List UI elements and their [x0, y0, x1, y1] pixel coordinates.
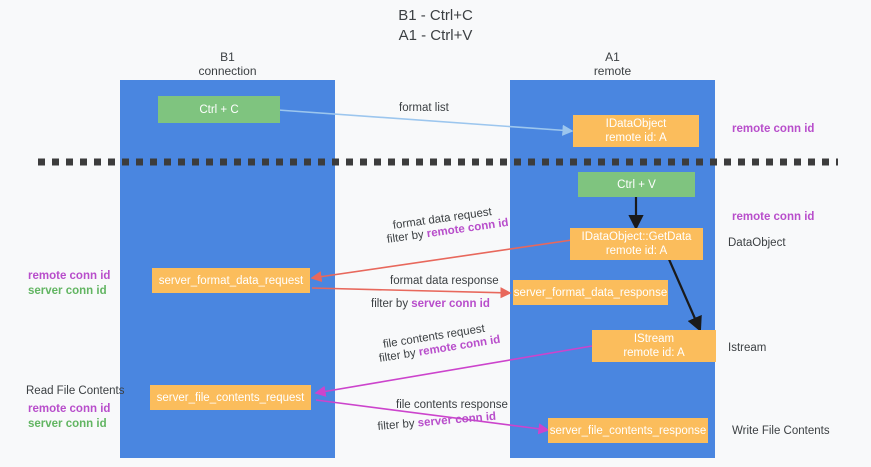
- title-line-2: A1 - Ctrl+V: [398, 27, 473, 44]
- box-getdata-label: IDataObject::GetData: [581, 231, 692, 243]
- annotation-left-server-conn-id-1: server conn id: [28, 285, 107, 297]
- annotation-left-server-conn-id-2: server conn id: [28, 418, 107, 430]
- box-server-format-data-response-label: server_format_data_response: [513, 286, 668, 299]
- column-header-right: A1 remote: [510, 50, 715, 78]
- annotation-left-remote-conn-id-1: remote conn id: [28, 270, 111, 282]
- box-istream-label: IStream: [633, 333, 675, 345]
- box-ctrl-v-label: Ctrl + V: [617, 178, 656, 191]
- box-idataobject-sublabel: remote id: A: [605, 132, 667, 144]
- box-server-file-contents-request-label: server_file_contents_request: [156, 391, 305, 404]
- column-right-name: A1: [605, 50, 620, 64]
- annotation-right-istream: Istream: [728, 342, 767, 354]
- box-ctrl-c-label: Ctrl + C: [199, 103, 239, 116]
- annotation-right-remote-conn-id-1: remote conn id: [732, 123, 815, 135]
- label-file-contents-response: file contents response: [396, 399, 508, 411]
- box-server-format-data-request-label: server_format_data_request: [158, 274, 304, 287]
- diagram-title: B1 - Ctrl+C A1 - Ctrl+V: [0, 6, 871, 46]
- title-line-1: B1 - Ctrl+C: [398, 7, 473, 24]
- box-ctrl-v[interactable]: Ctrl + V: [578, 172, 695, 197]
- column-right-role: remote: [593, 64, 632, 78]
- label-file-contents-response-filter: filter by server conn id: [377, 410, 497, 435]
- box-idataobject-getdata[interactable]: IDataObject::GetData remote id: A: [570, 228, 703, 260]
- box-server-format-data-response[interactable]: server_format_data_response: [513, 280, 668, 305]
- box-getdata-sublabel: remote id: A: [605, 245, 668, 257]
- filter-prefix: filter by: [371, 298, 412, 310]
- box-istream-sublabel: remote id: A: [623, 347, 685, 359]
- annotation-left-remote-conn-id-2: remote conn id: [28, 403, 111, 415]
- box-server-file-contents-request[interactable]: server_file_contents_request: [150, 385, 311, 410]
- box-idataobject-label: IDataObject: [605, 118, 667, 130]
- box-idataobject[interactable]: IDataObject remote id: A: [573, 115, 699, 147]
- box-ctrl-c[interactable]: Ctrl + C: [158, 96, 280, 123]
- annotation-left-read-file-contents: Read File Contents: [26, 385, 125, 397]
- filter-prefix: filter by: [386, 228, 428, 246]
- box-server-file-contents-response-label: server_file_contents_response: [549, 424, 707, 437]
- annotation-right-dataobject: DataObject: [728, 237, 786, 249]
- box-istream[interactable]: IStream remote id: A: [592, 330, 716, 362]
- column-left-name: B1: [220, 50, 235, 64]
- annotation-right-write-file-contents: Write File Contents: [732, 425, 830, 437]
- annotation-right-remote-conn-id-2: remote conn id: [732, 211, 815, 223]
- label-format-list: format list: [399, 102, 449, 114]
- column-left-role: connection: [198, 64, 257, 78]
- box-server-format-data-request[interactable]: server_format_data_request: [152, 268, 310, 293]
- label-format-data-response: format data response: [390, 275, 499, 287]
- filter-key-server-conn-id: server conn id: [417, 410, 497, 430]
- filter-key-server-conn-id: server conn id: [411, 298, 490, 310]
- column-header-left: B1 connection: [120, 50, 335, 78]
- filter-prefix: filter by: [377, 417, 419, 433]
- box-server-file-contents-response[interactable]: server_file_contents_response: [548, 418, 708, 443]
- label-format-data-response-filter: filter by server conn id: [371, 297, 490, 312]
